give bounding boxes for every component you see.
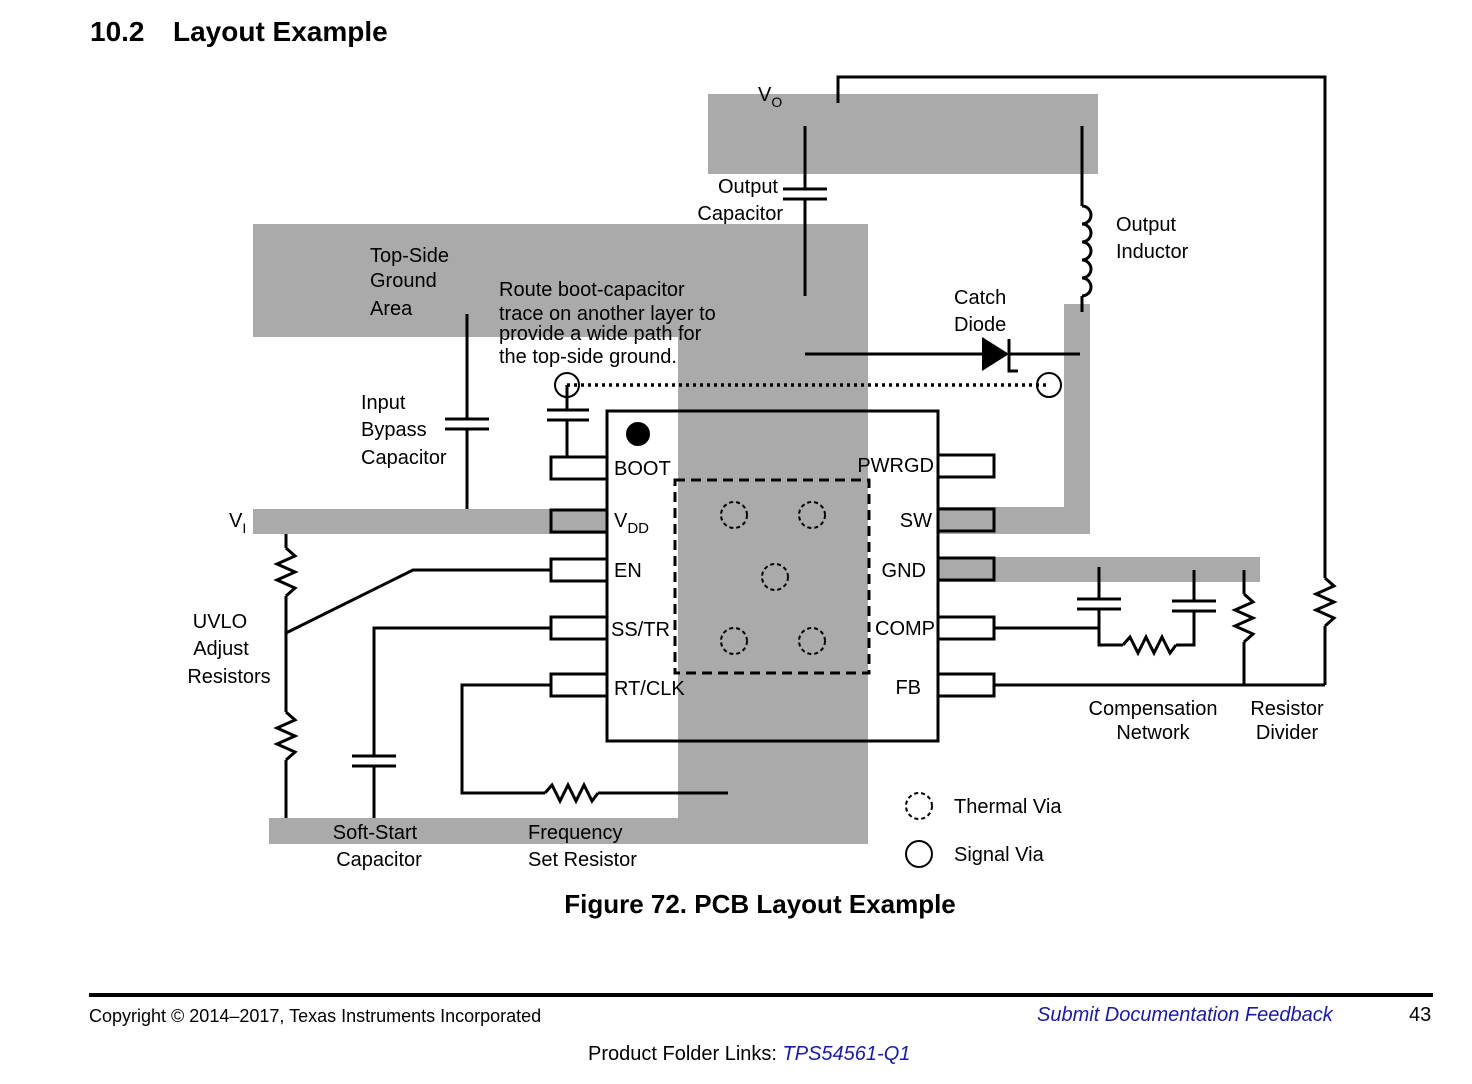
right-pins <box>936 453 996 698</box>
thermal-via <box>720 627 748 655</box>
thermal-via <box>798 501 826 529</box>
input-bypass-label-2: Bypass <box>361 419 427 441</box>
vi-label: VI <box>229 510 246 536</box>
pin-fb-label: FB <box>895 677 921 699</box>
output-inductor-label-1: Output <box>1116 214 1176 236</box>
route-note-line-1: Route boot-capacitor <box>499 279 685 301</box>
pin-en-pad <box>549 557 609 583</box>
pin-comp-label: COMP <box>875 618 935 640</box>
pin-rtclk-label: RT/CLK <box>614 678 685 700</box>
pin-fb-pad <box>936 672 996 698</box>
comp-net-label-2: Network <box>1116 722 1190 744</box>
thermal-pad <box>673 478 871 675</box>
thermal-via <box>798 627 826 655</box>
pin-gnd-label: GND <box>882 560 926 582</box>
pin-comp-pad <box>936 615 996 641</box>
signal-via-boot-right <box>1036 372 1062 398</box>
topside-ground-label-2: Ground <box>370 270 437 292</box>
topside-ground-label-1: Top-Side <box>370 245 449 267</box>
catch-diode-icon <box>982 337 1009 371</box>
input-bypass-label-1: Input <box>361 392 406 414</box>
section-title: Layout Example <box>173 16 388 47</box>
route-note-line-2: trace on another layer to <box>499 303 716 325</box>
vin-copper <box>253 509 606 534</box>
softstart-label-2: Capacitor <box>336 849 422 871</box>
copyright: Copyright © 2014–2017, Texas Instruments… <box>89 1006 542 1026</box>
folder-label: Product Folder Links: <box>588 1043 783 1065</box>
pin-sstr-pad <box>549 615 609 641</box>
pin-vdd-label: VDD <box>614 510 649 537</box>
pin-boot-label: BOOT <box>614 458 671 480</box>
catch-diode-label-2: Diode <box>954 314 1006 336</box>
freq-label-2: Set Resistor <box>528 849 637 871</box>
pin-gnd-pad <box>936 556 996 582</box>
output-capacitor-label-2: Capacitor <box>697 203 783 225</box>
pin-sw-label: SW <box>900 510 932 532</box>
pin-boot-pad <box>549 455 609 481</box>
pin-pwrgd-pad <box>936 453 996 479</box>
thermal-via <box>720 501 748 529</box>
pin-sw-pad <box>936 507 996 533</box>
res-div-label-1: Resistor <box>1250 698 1324 720</box>
signal-via-boot-left <box>554 372 580 398</box>
pin-vdd-pad <box>549 508 609 534</box>
thermal-via <box>761 563 789 591</box>
pin-pwrgd-label: PWRGD <box>857 455 934 477</box>
signal-via-legend-label: Signal Via <box>954 844 1045 866</box>
freq-label-1: Frequency <box>528 822 623 844</box>
page-number: 43 <box>1409 1004 1432 1026</box>
pin-rtclk-pad <box>549 672 609 698</box>
ground-bottom-copper <box>269 818 868 844</box>
topside-ground-label-3: Area <box>370 298 413 320</box>
output-capacitor-label-1: Output <box>718 176 778 198</box>
pin-sstr-label: SS/TR <box>611 619 670 641</box>
comp-net-label-1: Compensation <box>1089 698 1218 720</box>
section-number: 10.2 <box>90 16 145 47</box>
signal-via-legend-icon <box>905 840 933 868</box>
wires <box>273 75 1338 818</box>
feedback-link[interactable]: Submit Documentation Feedback <box>1037 1004 1333 1026</box>
thermal-via-legend-label: Thermal Via <box>954 796 1062 818</box>
uvlo-label-1: UVLO <box>193 611 247 633</box>
vo-label: VO <box>758 84 782 110</box>
left-pins <box>549 455 609 698</box>
pin1-dot <box>626 422 650 446</box>
thermal-via-legend-icon <box>905 792 933 820</box>
catch-diode-label-1: Catch <box>954 287 1006 309</box>
sw-vertical-copper <box>1064 304 1090 534</box>
product-folder-links: Product Folder Links: TPS54561-Q1 <box>588 1043 910 1066</box>
input-bypass-label-3: Capacitor <box>361 447 447 469</box>
vout-copper <box>708 94 1098 174</box>
figure-caption: Figure 72. PCB Layout Example <box>564 889 956 919</box>
route-note-line-4: the top-side ground. <box>499 346 677 368</box>
thermal-vias <box>720 501 826 655</box>
footer-rule <box>89 993 1433 997</box>
res-div-label-2: Divider <box>1256 722 1319 744</box>
folder-link[interactable]: TPS54561-Q1 <box>782 1043 911 1065</box>
uvlo-label-2: Adjust <box>193 638 249 660</box>
pin-en-label: EN <box>614 560 642 582</box>
uvlo-label-3: Resistors <box>187 666 270 688</box>
softstart-label-1: Soft-Start <box>333 822 418 844</box>
output-inductor-label-2: Inductor <box>1116 241 1189 263</box>
route-note-line-3: provide a wide path for <box>499 323 702 345</box>
